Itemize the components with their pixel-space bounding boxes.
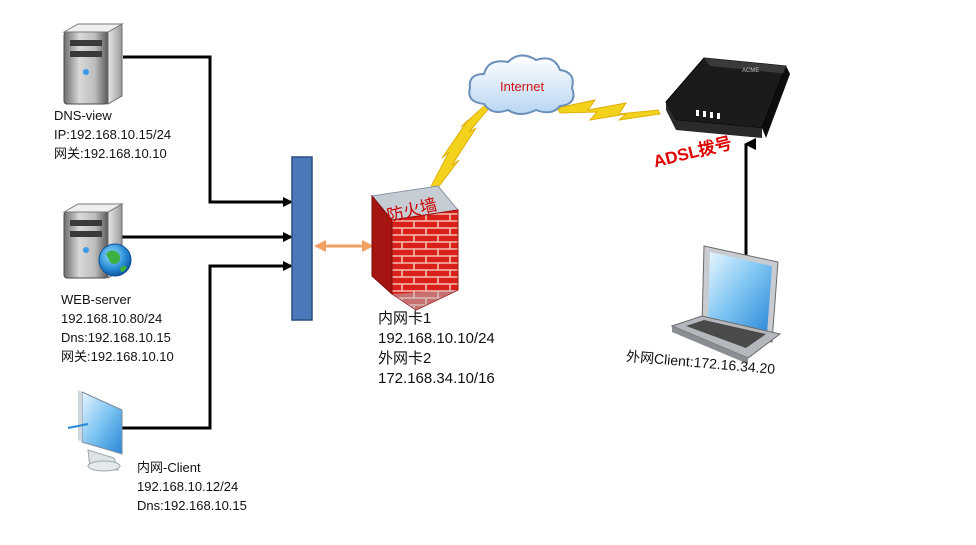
dns-view-ip: IP:192.168.10.15/24 <box>54 127 172 142</box>
server-globe-icon <box>62 203 132 279</box>
firewall-nic2: 外网卡2 <box>378 350 432 367</box>
inner-client-ip: 192.168.10.12/24 <box>137 479 239 494</box>
dns-view-label: DNS-view IP:192.168.10.15/24 网关:192.168.… <box>54 106 171 163</box>
cloud-icon <box>468 54 575 115</box>
inner-client-label: 内网-Client 192.168.10.12/24 Dns:192.168.1… <box>137 458 247 515</box>
modem-brand-text: ACME <box>742 68 759 74</box>
bidirectional-arrow <box>314 240 374 252</box>
dns-link <box>123 55 293 207</box>
web-server-ip: 192.168.10.80/24 <box>61 311 163 326</box>
firewall-nic1: 内网卡1 <box>378 310 432 327</box>
dns-view-gateway: 网关:192.168.10.10 <box>54 146 167 161</box>
firewall-nic1-ip: 192.168.10.10/24 <box>378 330 495 347</box>
modem-icon: ACME <box>665 57 790 138</box>
firewall-icon <box>371 185 459 311</box>
laptop-icon <box>670 245 782 364</box>
lightning-cloud-modem <box>556 99 661 121</box>
web-server-dns: Dns:192.168.10.15 <box>61 330 171 345</box>
lightning-firewall-cloud <box>425 97 497 199</box>
firewall-nic2-ip: 172.168.34.10/16 <box>378 370 495 387</box>
web-server-label: WEB-server 192.168.10.80/24 Dns:192.168.… <box>61 290 174 366</box>
internet-label: Internet <box>500 79 545 94</box>
monitor-icon <box>67 390 123 472</box>
server-icon <box>62 23 124 105</box>
web-server-gateway: 网关:192.168.10.10 <box>61 349 174 364</box>
inner-client-name: 内网-Client <box>137 460 201 475</box>
firewall-label: 内网卡1 192.168.10.10/24 外网卡2 172.168.34.10… <box>378 309 495 389</box>
switch-bar <box>291 156 313 321</box>
client-link <box>122 261 293 430</box>
dns-view-name: DNS-view <box>54 108 112 123</box>
inner-client-dns: Dns:192.168.10.15 <box>137 498 247 513</box>
connection-lines <box>121 55 756 430</box>
web-server-name: WEB-server <box>61 292 132 307</box>
